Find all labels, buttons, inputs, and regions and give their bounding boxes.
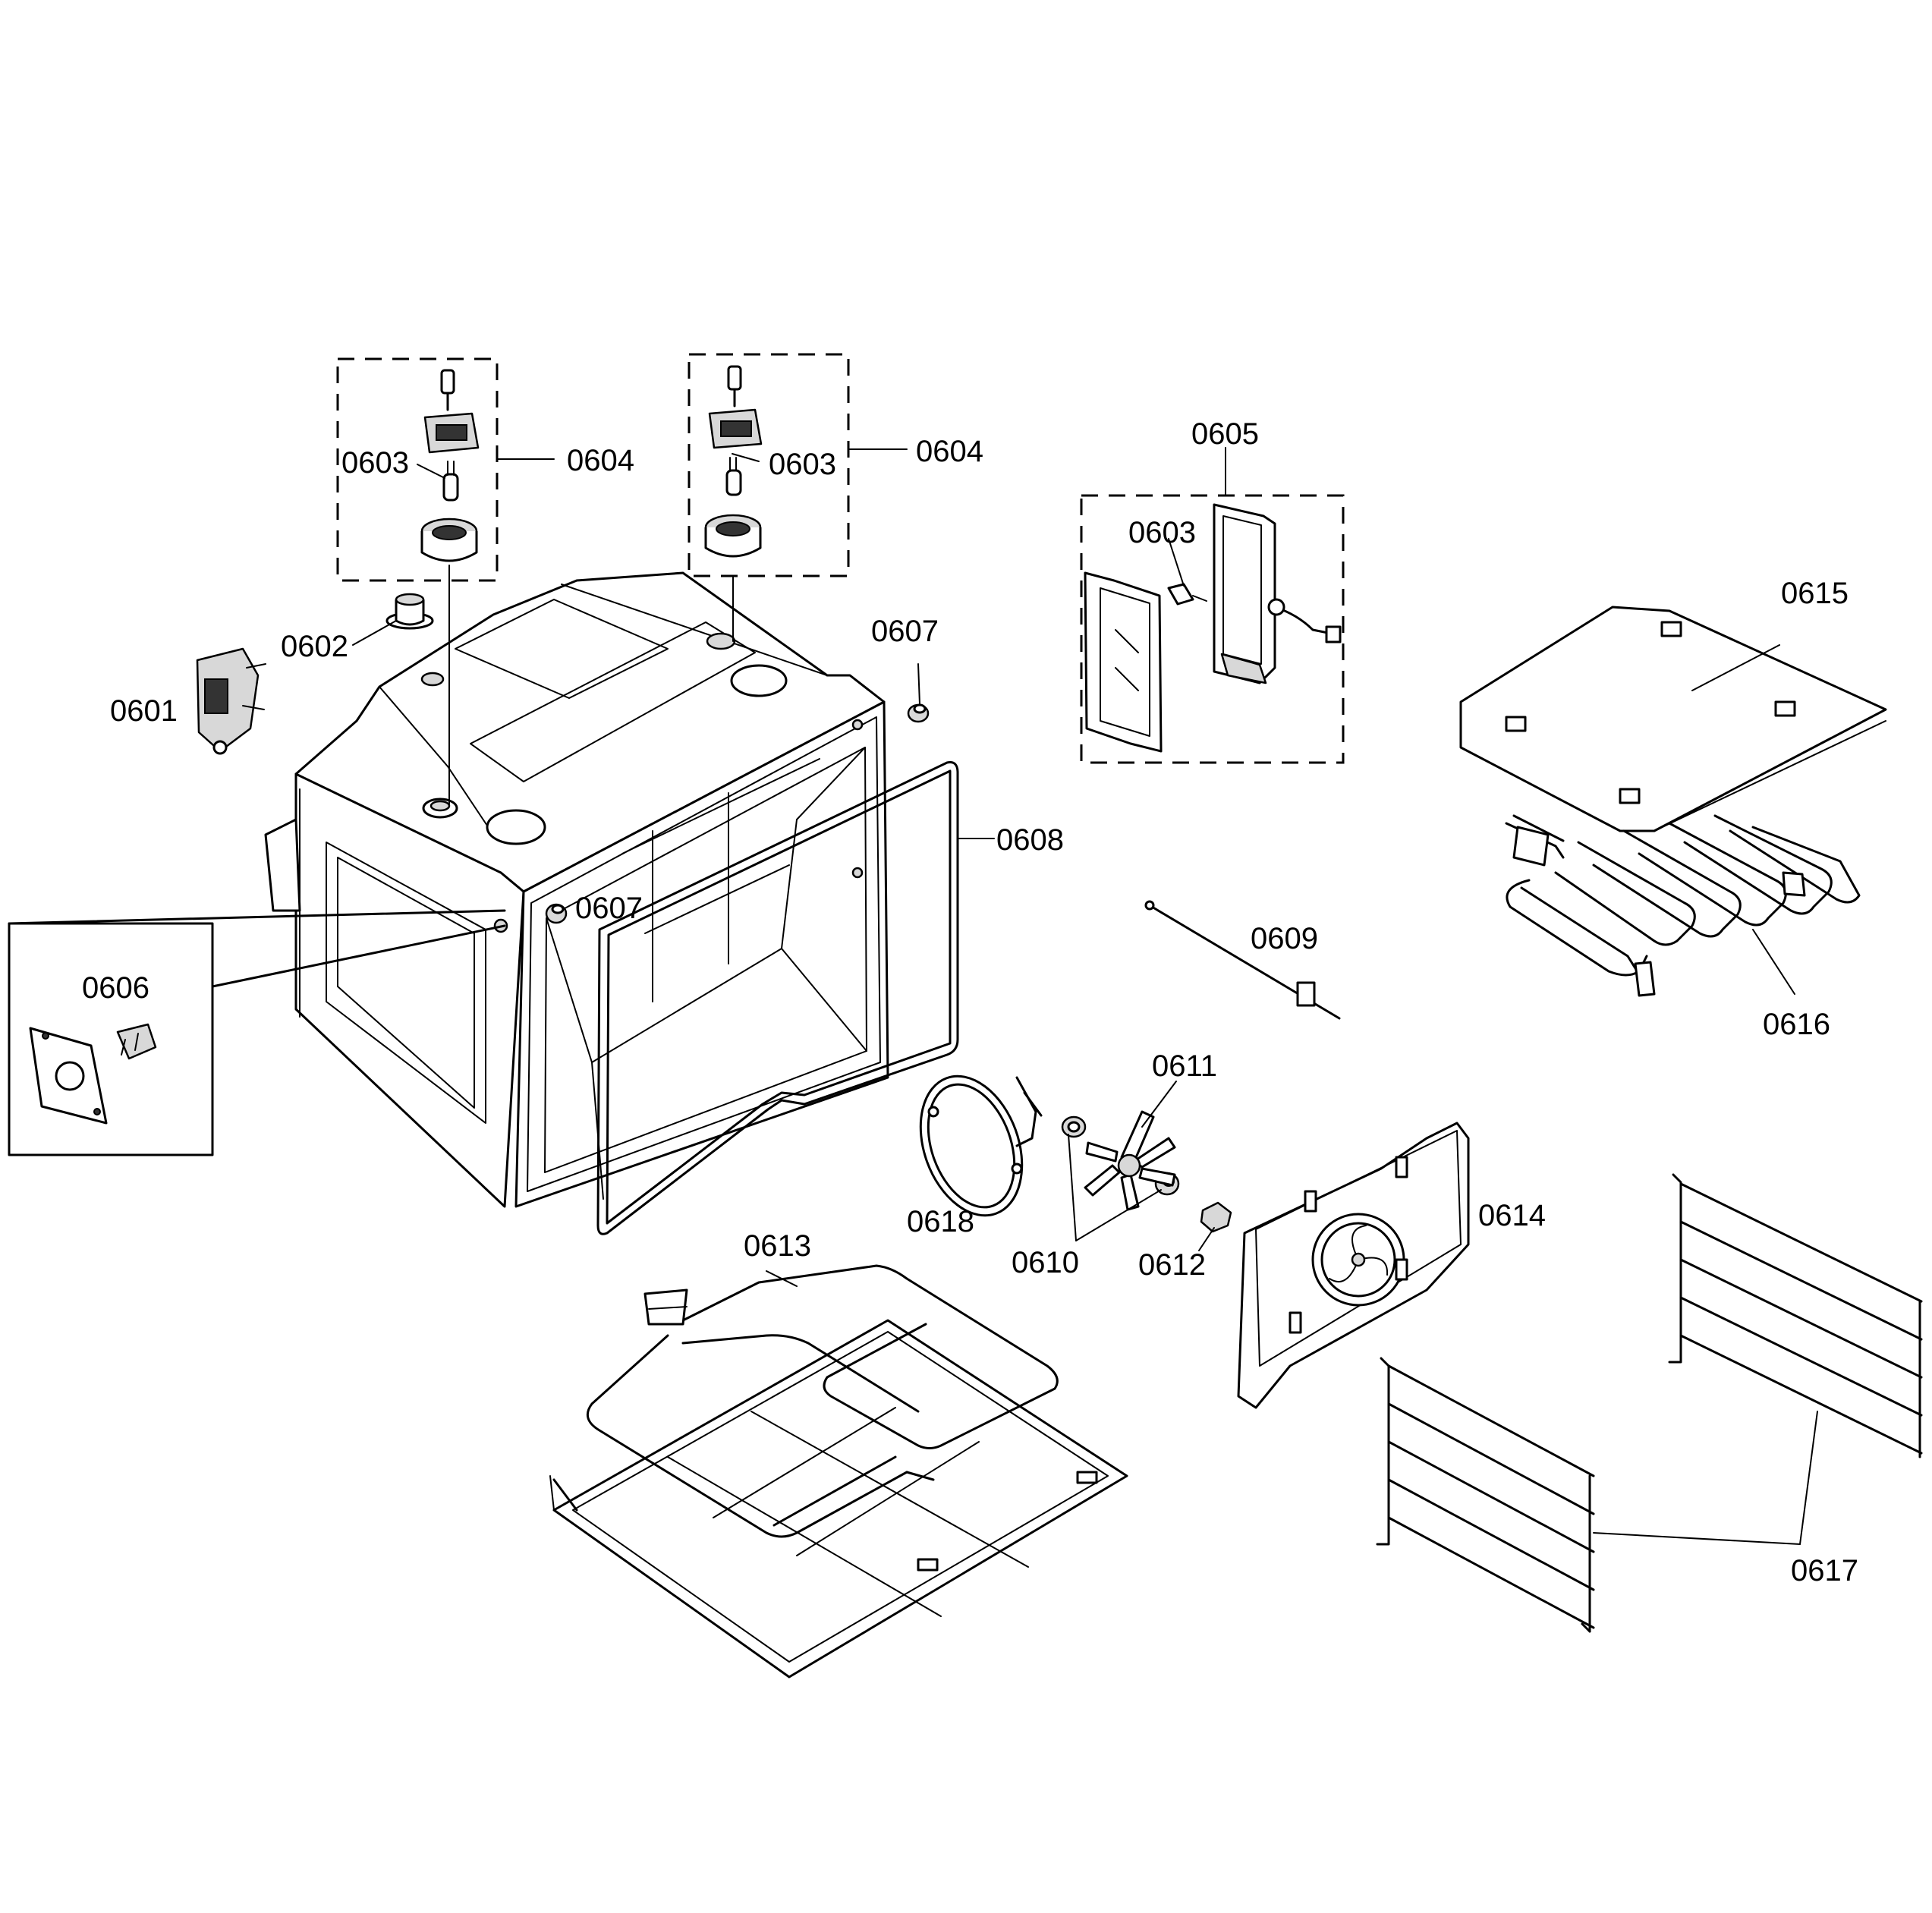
top-heating-element — [1505, 814, 1861, 997]
label-0616: 0616 — [1763, 1008, 1830, 1041]
label-0615: 0615 — [1781, 577, 1849, 610]
shelf-support-left — [1376, 1357, 1595, 1633]
label-0618: 0618 — [907, 1205, 974, 1238]
label-0604-right: 0604 — [916, 435, 983, 468]
fan-ring-element — [919, 1074, 1043, 1217]
side-lamp-bulb — [1167, 583, 1207, 606]
door-gasket — [596, 761, 959, 1235]
lamp-bulb-left — [442, 461, 459, 502]
lamp-cover-left — [420, 518, 478, 562]
thermal-switch-part — [196, 647, 266, 755]
lamp-assembly-right — [688, 353, 850, 577]
temperature-probe — [1144, 900, 1341, 1020]
fan-nut — [1200, 1201, 1232, 1233]
side-lamp-lens — [1084, 571, 1163, 753]
lamp-bulb-right — [725, 457, 742, 496]
nut-front — [545, 903, 568, 924]
lamp-socket-left — [423, 369, 480, 454]
label-0611: 0611 — [1152, 1049, 1217, 1083]
label-0610: 0610 — [1012, 1246, 1079, 1279]
heater-cover-plate — [1459, 606, 1887, 832]
bake-element-and-tray — [549, 1264, 1128, 1679]
clip-part — [116, 1023, 157, 1060]
label-0602: 0602 — [281, 630, 348, 663]
grommet-part — [385, 593, 434, 630]
label-0609: 0609 — [1251, 922, 1318, 955]
convection-fan-blade — [1084, 1110, 1176, 1211]
rear-fan-cover — [1237, 1122, 1470, 1409]
side-lamp-assembly — [1080, 494, 1345, 764]
lamp-assembly-left — [336, 357, 499, 582]
label-0605: 0605 — [1191, 417, 1259, 451]
label-0612: 0612 — [1138, 1248, 1206, 1282]
leader-lines — [352, 447, 1818, 1545]
nut-top — [907, 703, 930, 723]
oven-cavity — [264, 571, 889, 1208]
label-0614: 0614 — [1478, 1199, 1546, 1232]
lamp-cover-right — [704, 514, 762, 558]
label-0608: 0608 — [996, 823, 1064, 857]
part-number-labels: 0601 0602 0603 0603 0603 0604 0604 0605 … — [82, 417, 1858, 1587]
side-lamp-housing — [1213, 503, 1342, 684]
label-0617: 0617 — [1791, 1554, 1858, 1587]
lamp-socket-right — [708, 365, 763, 449]
label-0603-left: 0603 — [341, 446, 409, 480]
detail-callout-0606 — [8, 909, 506, 1156]
cover-plate-part — [29, 1027, 108, 1125]
label-0607-front: 0607 — [575, 892, 643, 925]
label-0613: 0613 — [744, 1229, 811, 1263]
label-0604-left: 0604 — [567, 444, 634, 477]
shelf-support-right — [1668, 1173, 1923, 1458]
label-0607-top: 0607 — [871, 615, 939, 648]
label-0603-mid: 0603 — [769, 448, 836, 481]
label-0601: 0601 — [110, 694, 178, 728]
label-0603-right: 0603 — [1128, 516, 1196, 549]
label-0606: 0606 — [82, 971, 149, 1005]
